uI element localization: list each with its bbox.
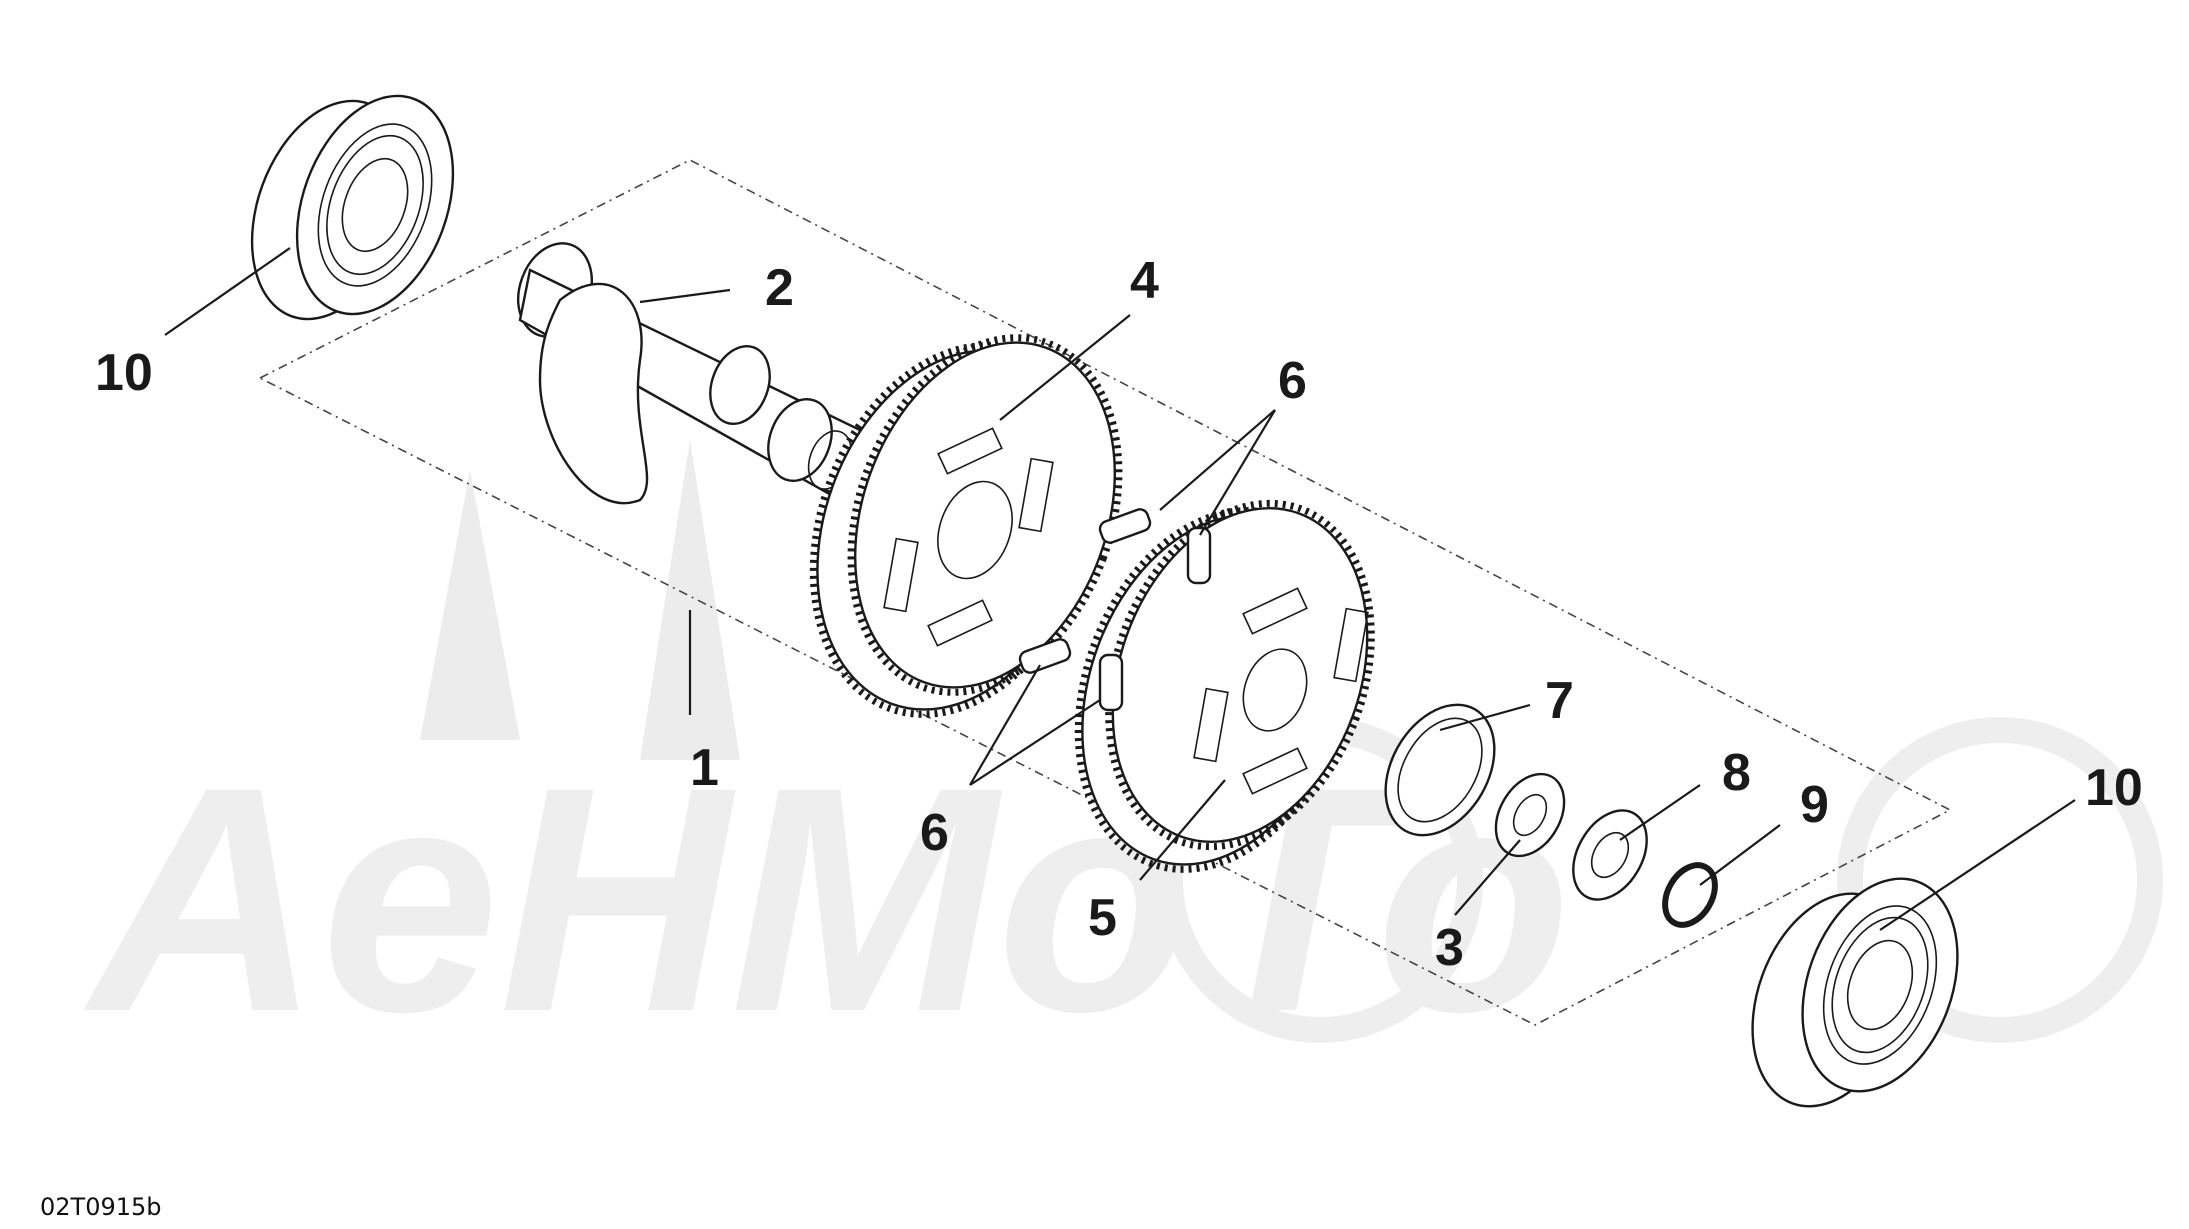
washer-3	[1494, 772, 1566, 858]
callout-10-left: 10	[95, 344, 153, 402]
spacer-8	[1572, 809, 1648, 901]
clip-9	[1662, 862, 1718, 928]
callout-5: 5	[1088, 889, 1117, 947]
bearing-right	[1751, 877, 1959, 1108]
callout-9: 9	[1800, 776, 1829, 834]
drawing-code: 02T0915b	[40, 1193, 162, 1221]
gear-lower	[1074, 499, 1375, 873]
callout-10-right: 10	[2085, 759, 2143, 817]
watermark: AeHMoTo	[80, 440, 2163, 1078]
callout-7: 7	[1545, 672, 1574, 730]
callout-3: 3	[1435, 919, 1464, 977]
leader-lines	[164, 247, 2076, 931]
callout-4: 4	[1130, 252, 1159, 310]
pins	[1018, 508, 1212, 712]
callout-6-lower: 6	[920, 804, 949, 862]
callout-8: 8	[1722, 744, 1751, 802]
camshaft	[517, 242, 862, 505]
callout-1: 1	[690, 739, 719, 797]
callout-2: 2	[765, 259, 794, 317]
gear-upper	[809, 334, 1123, 718]
bearing-left	[250, 94, 455, 321]
callout-labels: 10 2 4 6 1 6 5 7 3 8 9 10	[95, 252, 2143, 977]
callout-6-upper: 6	[1278, 352, 1307, 410]
